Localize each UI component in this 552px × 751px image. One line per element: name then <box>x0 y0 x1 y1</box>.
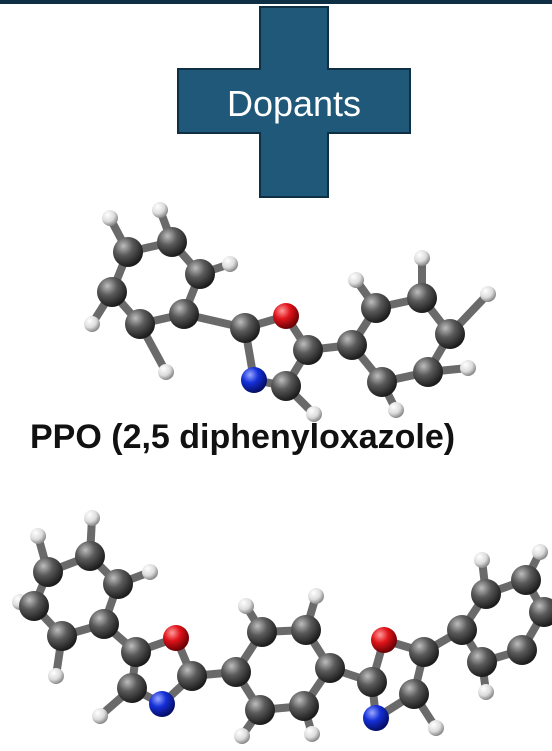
carbon-atom <box>113 237 143 267</box>
carbon-atom <box>230 313 260 343</box>
oxygen-atom <box>163 625 189 651</box>
carbon-atom <box>117 673 147 703</box>
hydrogen-atom <box>428 720 444 736</box>
nitrogen-atom <box>363 705 389 731</box>
carbon-atom <box>511 565 541 595</box>
carbon-atom <box>97 277 127 307</box>
hydrogen-atom <box>388 402 404 418</box>
hydrogen-atom <box>308 588 324 604</box>
hydrogen-atom <box>306 406 322 422</box>
hydrogen-atom <box>238 598 254 614</box>
carbon-atom <box>315 653 345 683</box>
carbon-atom <box>399 679 429 709</box>
plus-shape <box>177 6 411 198</box>
hydrogen-atom <box>460 360 476 376</box>
popop-molecule-model <box>12 510 552 744</box>
carbon-atom <box>361 293 391 323</box>
hydrogen-atom <box>30 528 46 544</box>
carbon-atom <box>47 621 77 651</box>
carbon-atom <box>185 259 215 289</box>
carbon-atom <box>19 591 49 621</box>
nitrogen-atom <box>241 367 267 393</box>
hydrogen-atom <box>474 552 490 568</box>
hydrogen-atom <box>48 668 64 684</box>
top-border <box>0 0 552 4</box>
carbon-atom <box>447 615 477 645</box>
carbon-atom <box>75 541 105 571</box>
hydrogen-atom <box>234 728 250 744</box>
carbon-atom <box>177 661 207 691</box>
hydrogen-atom <box>92 708 108 724</box>
carbon-atom <box>471 579 501 609</box>
carbon-atom <box>121 637 151 667</box>
hydrogen-atom <box>480 286 496 302</box>
hydrogen-atom <box>532 544 548 560</box>
hydrogen-atom <box>158 364 174 380</box>
carbon-atom <box>103 569 133 599</box>
carbon-atom <box>169 299 199 329</box>
hydrogen-atom <box>102 210 118 226</box>
carbon-atom <box>245 695 275 725</box>
dopants-plus-banner: Dopants <box>176 6 412 198</box>
hydrogen-atom <box>142 564 158 580</box>
hydrogen-atom <box>304 726 320 742</box>
ppo-molecule-model <box>84 202 496 422</box>
oxygen-atom <box>371 627 397 653</box>
hydrogen-atom <box>84 510 100 526</box>
carbon-atom <box>409 637 439 667</box>
hydrogen-atom <box>222 256 238 272</box>
carbon-atom <box>435 319 465 349</box>
carbon-atom <box>89 609 119 639</box>
carbon-atom <box>293 335 323 365</box>
carbon-atom <box>337 330 367 360</box>
carbon-atom <box>413 357 443 387</box>
carbon-atom <box>507 635 537 665</box>
hydrogen-atom <box>478 684 494 700</box>
ppo-caption: PPO (2,5 diphenyloxazole) <box>30 418 456 456</box>
carbon-atom <box>157 227 187 257</box>
hydrogen-atom <box>84 316 100 332</box>
nitrogen-atom <box>149 691 175 717</box>
carbon-atom <box>529 597 552 627</box>
carbon-atom <box>291 615 321 645</box>
carbon-atom <box>467 647 497 677</box>
carbon-atom <box>125 309 155 339</box>
carbon-atom <box>289 691 319 721</box>
carbon-atom <box>271 371 301 401</box>
carbon-atom <box>357 667 387 697</box>
carbon-atom <box>407 283 437 313</box>
carbon-atom <box>367 367 397 397</box>
hydrogen-atom <box>414 250 430 266</box>
oxygen-atom <box>273 303 299 329</box>
hydrogen-atom <box>348 272 364 288</box>
carbon-atom <box>33 557 63 587</box>
carbon-atom <box>221 657 251 687</box>
carbon-atom <box>247 617 277 647</box>
hydrogen-atom <box>152 202 168 218</box>
dopants-title: Dopants <box>226 83 362 124</box>
